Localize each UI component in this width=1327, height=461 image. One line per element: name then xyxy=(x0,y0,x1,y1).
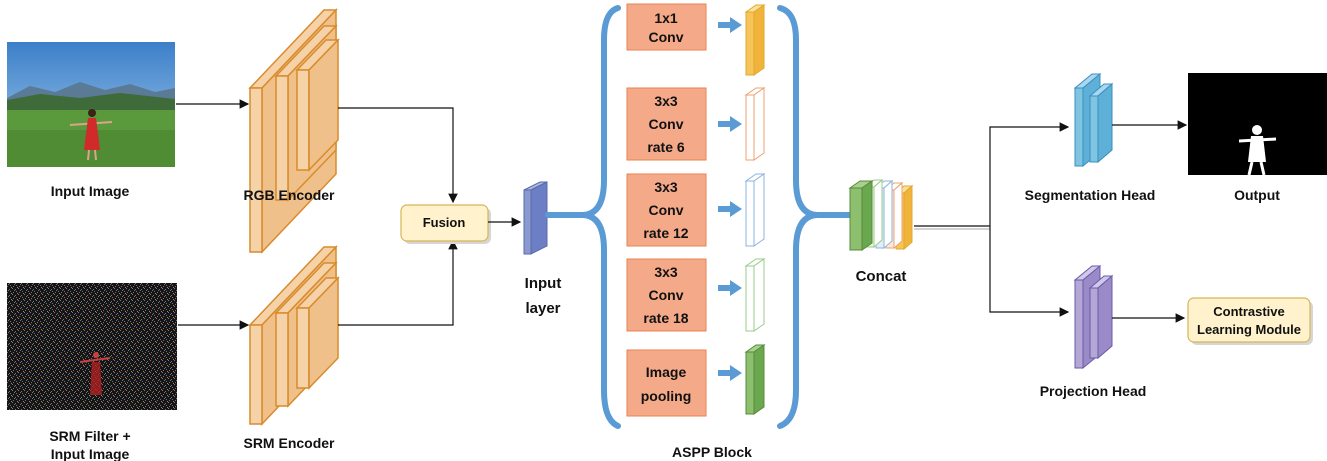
input-layer-label-line1: Input xyxy=(525,275,562,292)
svg-text:Conv: Conv xyxy=(649,202,684,218)
projection-head-block xyxy=(1073,264,1114,370)
output-label: Output xyxy=(1234,187,1280,203)
svg-text:1x1: 1x1 xyxy=(654,10,678,26)
contrastive-learning-module-box: Contrastive Learning Module xyxy=(1187,297,1313,345)
aspp-conv3x3-rate6-box: 3x3 Conv rate 6 xyxy=(626,87,707,161)
concat-label: Concat xyxy=(856,268,907,285)
contrastive-label-line1: Contrastive xyxy=(1213,304,1285,319)
svg-text:3x3: 3x3 xyxy=(654,264,678,280)
aspp-branch-arrows xyxy=(718,17,742,381)
srm-encoder-block xyxy=(248,245,340,426)
aspp-right-brace xyxy=(777,5,853,429)
fusion-box: Fusion xyxy=(400,204,491,244)
aspp-left-brace xyxy=(545,5,621,429)
svg-text:3x3: 3x3 xyxy=(654,179,678,195)
svg-text:pooling: pooling xyxy=(641,388,692,404)
aspp-conv3x3-rate12-box: 3x3 Conv rate 12 xyxy=(626,173,707,247)
aspp-conv3x3-rate18-box: 3x3 Conv rate 18 xyxy=(626,258,707,332)
output-mask-image xyxy=(1188,73,1327,176)
projection-head-label: Projection Head xyxy=(1040,383,1147,399)
svg-text:Conv: Conv xyxy=(649,287,684,303)
svg-text:rate 6: rate 6 xyxy=(647,139,685,155)
svg-text:Conv: Conv xyxy=(649,116,684,132)
arrow-srm-encoder-to-fusion xyxy=(338,239,458,326)
segmentation-head-block xyxy=(1073,72,1114,168)
aspp-conv1x1-box: 1x1 Conv xyxy=(626,3,707,51)
aspp-feature-map-1x1 xyxy=(744,4,766,76)
aspp-feature-map-rate18 xyxy=(744,258,766,332)
input-image-photo xyxy=(7,42,175,167)
fusion-label: Fusion xyxy=(423,215,466,230)
srm-input-label-line1: SRM Filter + xyxy=(49,428,130,444)
svg-text:rate 18: rate 18 xyxy=(643,310,688,326)
svg-text:Conv: Conv xyxy=(649,29,684,45)
srm-filtered-image xyxy=(7,283,177,410)
aspp-feature-map-pooling xyxy=(744,344,766,415)
segmentation-head-label: Segmentation Head xyxy=(1025,187,1156,203)
srm-input-label-line2: Input Image xyxy=(51,446,130,461)
srm-encoder-label: SRM Encoder xyxy=(243,435,335,451)
input-image-label: Input Image xyxy=(51,183,130,199)
rgb-encoder-label: RGB Encoder xyxy=(243,187,335,203)
aspp-feature-map-rate12 xyxy=(744,173,766,247)
svg-text:rate 12: rate 12 xyxy=(643,225,688,241)
contrastive-label-line2: Learning Module xyxy=(1197,322,1301,337)
input-layer-block xyxy=(523,181,548,255)
svg-text:Image: Image xyxy=(646,364,687,380)
aspp-feature-map-rate6 xyxy=(744,87,766,161)
concat-block xyxy=(848,178,914,251)
arrow-to-projection-head xyxy=(989,226,1070,317)
svg-text:3x3: 3x3 xyxy=(654,93,678,109)
arrow-to-segmentation-head xyxy=(989,122,1070,226)
input-layer-label-line2: layer xyxy=(525,300,560,317)
aspp-image-pooling-box: Image pooling xyxy=(626,349,707,417)
arrow-rgb-encoder-to-fusion xyxy=(338,107,458,204)
aspp-block-label: ASPP Block xyxy=(672,444,752,460)
rgb-encoder-block xyxy=(248,8,340,254)
